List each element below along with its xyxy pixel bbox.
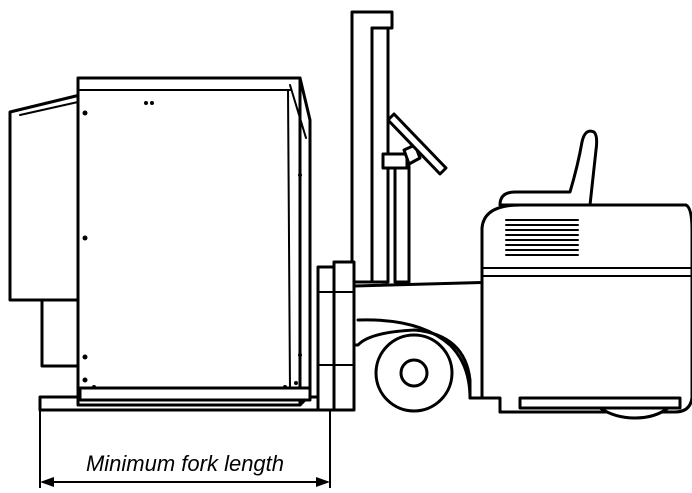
load-cabinet (8, 76, 312, 407)
carriage-plate (316, 260, 356, 412)
dimension-marker (39, 409, 331, 489)
dimension-label: Minimum fork length (86, 451, 284, 476)
wheel-arch (356, 318, 472, 400)
front-wheel (374, 333, 454, 413)
mast (350, 10, 394, 284)
forklift-chassis (352, 203, 692, 414)
vent-grille (505, 219, 579, 256)
steering-column (381, 143, 422, 284)
steering-wheel (386, 112, 448, 176)
seat (498, 129, 599, 207)
rear-wheel (598, 406, 670, 420)
